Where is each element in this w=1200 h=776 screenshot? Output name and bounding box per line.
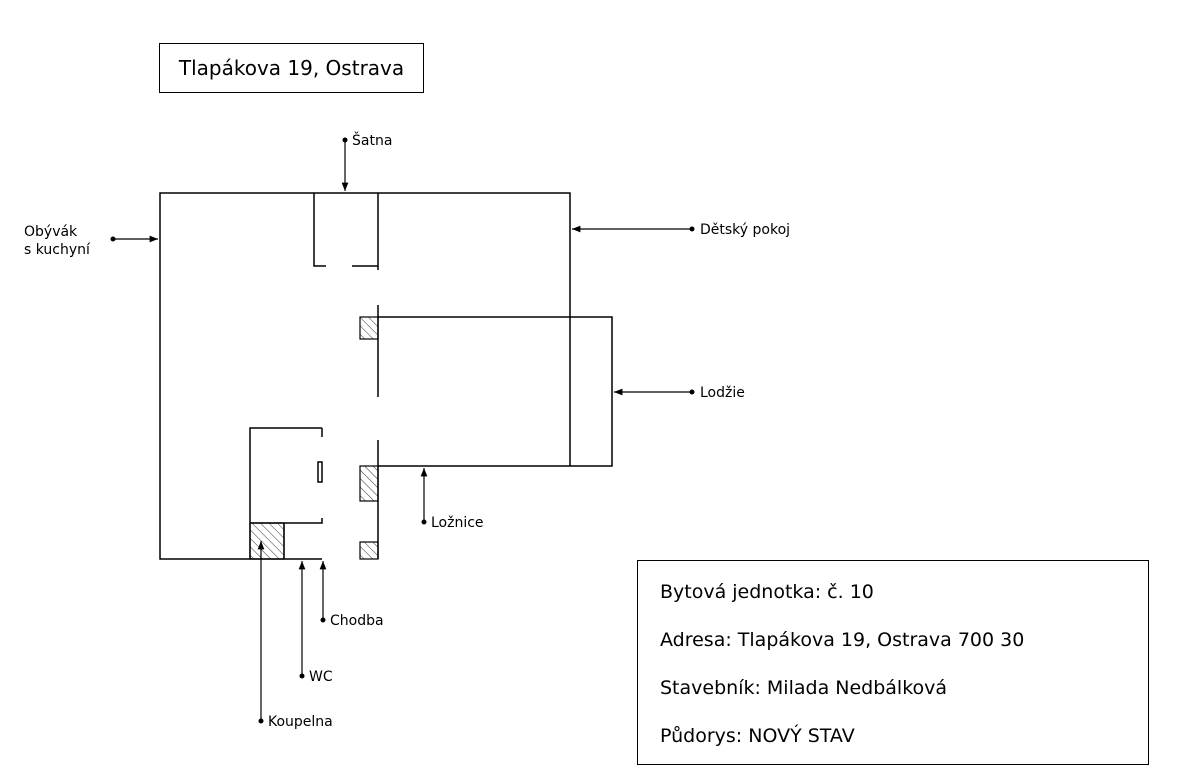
label-satna: Šatna bbox=[352, 131, 392, 149]
label-loznice: Ložnice bbox=[431, 515, 484, 531]
column-4 bbox=[249, 522, 285, 560]
wc-door bbox=[317, 461, 323, 483]
leader-dots bbox=[110, 137, 695, 724]
column-3 bbox=[359, 541, 379, 560]
satna-wall-left bbox=[313, 193, 326, 267]
info-address: Adresa: Tlapákova 19, Ostrava 700 30 bbox=[660, 629, 1025, 651]
label-detsky-pokoj: Dětský pokoj bbox=[700, 222, 790, 238]
info-unit: Bytová jednotka: č. 10 bbox=[660, 581, 874, 603]
label-obyvak-line1: Obývák bbox=[24, 224, 78, 240]
column-1 bbox=[359, 316, 379, 340]
walls bbox=[159, 192, 613, 560]
info-builder: Stavebník: Milada Nedbálková bbox=[660, 677, 948, 699]
leaders bbox=[113, 140, 692, 721]
info-plan-state: Půdorys: NOVÝ STAV bbox=[660, 725, 855, 747]
label-lodzie: Lodžie bbox=[700, 385, 745, 401]
label-koupelna: Koupelna bbox=[268, 714, 333, 730]
label-wc: WC bbox=[309, 669, 333, 685]
label-chodba: Chodba bbox=[330, 613, 384, 629]
title-box: Tlapákova 19, Ostrava bbox=[159, 43, 424, 93]
plan-title: Tlapákova 19, Ostrava bbox=[178, 56, 405, 80]
outer-wall bbox=[159, 192, 571, 560]
label-obyvak-line2: s kuchyní bbox=[24, 242, 91, 258]
loggia-wall bbox=[378, 316, 613, 467]
info-box: Bytová jednotka: č. 10 Adresa: Tlapákova… bbox=[637, 560, 1149, 765]
hatched-columns bbox=[249, 316, 379, 560]
column-2 bbox=[359, 465, 379, 502]
bath-wall bbox=[249, 427, 322, 559]
